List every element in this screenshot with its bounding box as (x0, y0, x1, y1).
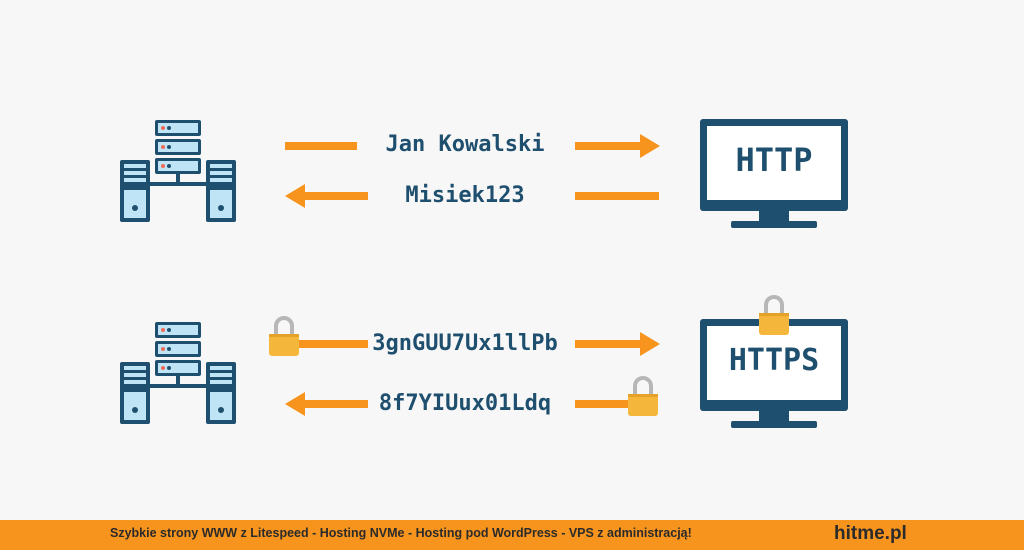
server-icon (120, 322, 236, 424)
footer-banner: Szybkie strony WWW z Litespeed - Hosting… (0, 520, 1024, 550)
https-back-text: 8f7YIUux01Ldq (378, 391, 552, 416)
https-screen-label: HTTPS (728, 343, 820, 378)
http-vs-https-diagram (120, 119, 848, 428)
arrow-left-icon (285, 184, 659, 208)
http-screen-label: HTTP (735, 141, 813, 179)
https-forward-text: 3gnGUU7Ux1llPb (372, 331, 558, 356)
padlock-icon (757, 295, 791, 337)
footer-tagline: Szybkie strony WWW z Litespeed - Hosting… (110, 526, 692, 540)
http-back-text: Misiek123 (405, 183, 525, 208)
footer-brand[interactable]: hitme.pl (834, 523, 907, 544)
arrow-right-icon (285, 134, 660, 158)
arrow-left-icon (285, 392, 637, 416)
padlock-icon (626, 376, 660, 418)
arrow-right-icon (290, 332, 660, 356)
padlock-icon (267, 316, 301, 358)
http-forward-text: Jan Kowalski (385, 132, 545, 157)
server-icon (120, 120, 236, 222)
